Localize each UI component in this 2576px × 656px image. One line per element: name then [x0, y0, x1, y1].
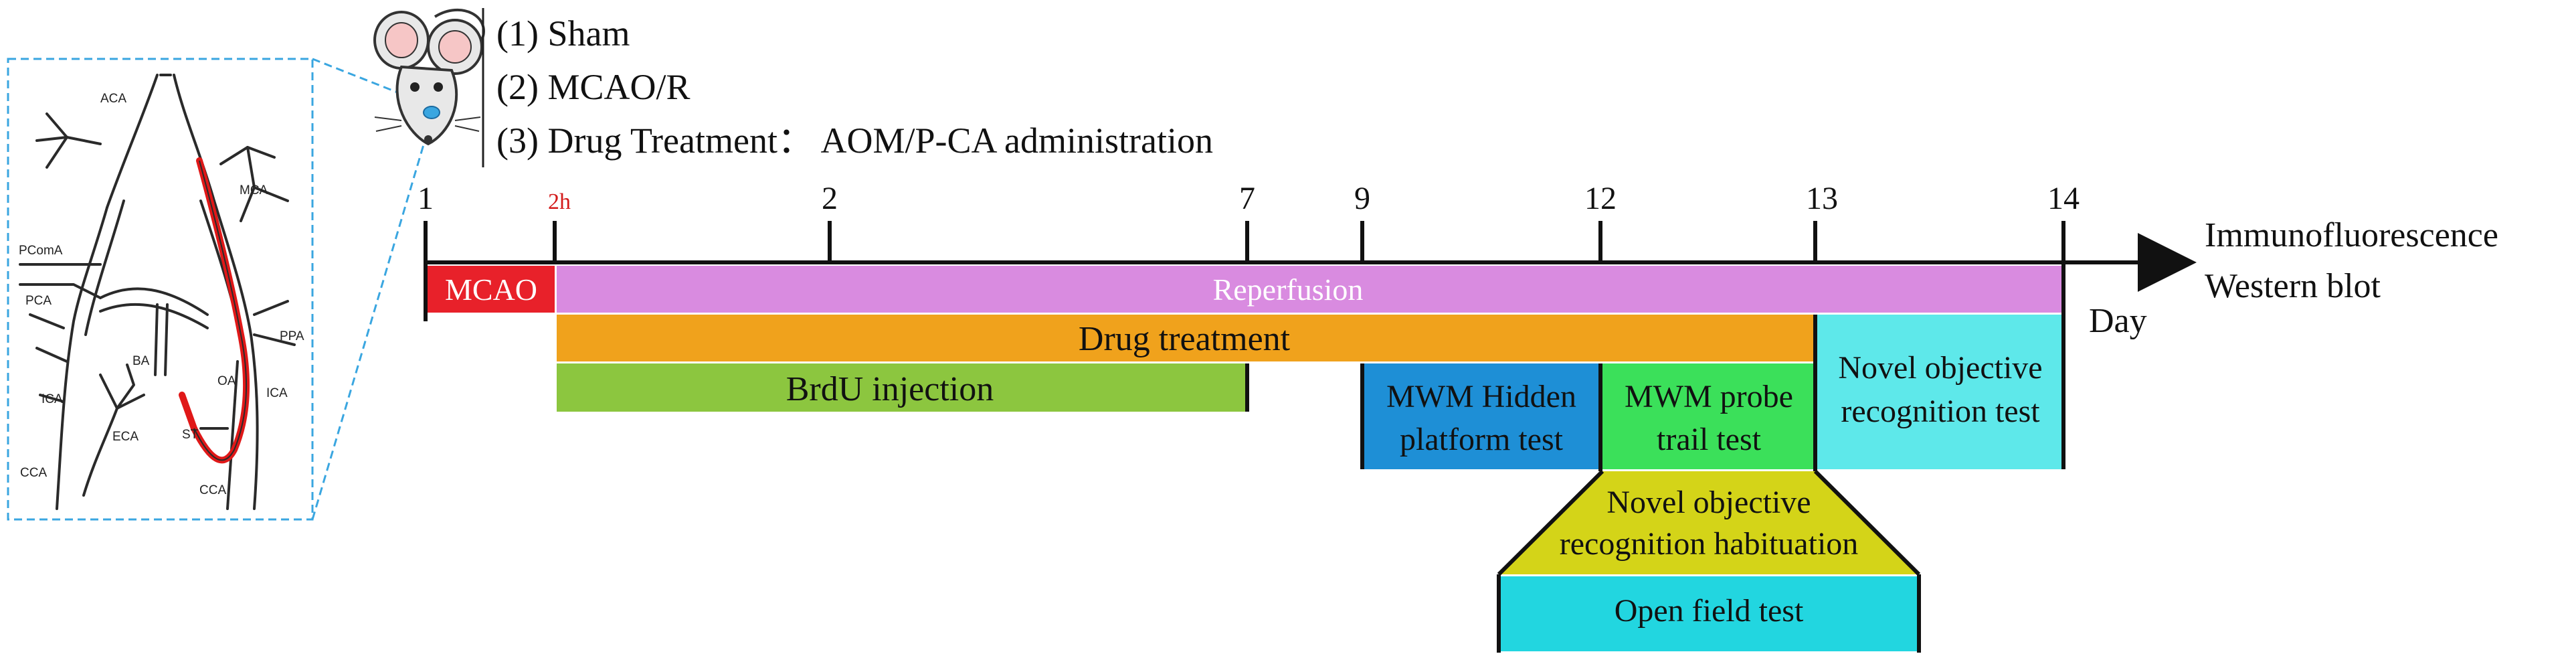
- label-cca-left: CCA: [20, 466, 47, 480]
- bar-nor-test: [1817, 315, 2063, 469]
- label-pca: PCA: [25, 294, 52, 308]
- bar-mcao: [428, 266, 555, 313]
- bar-mwm-probe: [1602, 363, 1815, 469]
- tick-label-1: 1: [418, 181, 434, 216]
- bar-drug-treatment: [557, 315, 1815, 361]
- trapezoid-edge-left: [1497, 469, 1604, 576]
- bar-nor-habituation-label-1: Novel objective: [1606, 485, 1811, 520]
- bar-mwm-probe-label-1: MWM probe: [1625, 379, 1793, 414]
- label-eca: ECA: [112, 430, 139, 444]
- tick-label-9: 9: [1354, 181, 1370, 216]
- label-ica-left: ICA: [41, 392, 63, 406]
- tick-label-2: 2: [822, 181, 838, 216]
- bar-mwm-hidden-label-1: MWM Hidden: [1386, 379, 1576, 414]
- bar-open-field: [1499, 576, 1919, 651]
- bar-mwm-hidden: [1362, 363, 1600, 469]
- bar-open-field-label: Open field test: [1615, 593, 1804, 629]
- label-oa: OA: [217, 374, 236, 388]
- label-pcoma: PComA: [19, 244, 63, 258]
- group-drug-treatment: (3) Drug Treatment： AOM/P-CA administrat…: [496, 120, 1213, 161]
- bar-brdu-label: BrdU injection: [786, 370, 994, 408]
- axis-arrow: [2138, 233, 2197, 292]
- bar-reperfusion-label: Reperfusion: [1213, 272, 1364, 307]
- inset-border: [7, 58, 314, 521]
- label-mca: MCA: [240, 183, 268, 197]
- bar-reperfusion: [557, 266, 2063, 313]
- label-aca: ACA: [100, 92, 126, 106]
- label-ppa: PPA: [280, 329, 304, 343]
- artery-inset: ACA MCA PComA PCA PPA BA ICA ICA OA ECA …: [7, 58, 433, 521]
- bar-brdu: [557, 363, 1247, 412]
- group-mcao-r: (2) MCAO/R: [496, 67, 691, 107]
- timeline-bars: MCAO Reperfusion Drug treatment BrdU inj…: [428, 262, 2065, 653]
- axis-unit-day: Day: [2089, 302, 2147, 340]
- zoom-line-bottom: [311, 117, 433, 520]
- bar-nor-habituation-label-2: recognition habituation: [1560, 526, 1859, 562]
- label-ica-right: ICA: [266, 386, 288, 400]
- timeline-axis: 1 2h 2 7 9 12 13 14 Day Immunofluorescen…: [418, 181, 2498, 340]
- mouse-icon: [373, 9, 485, 146]
- bar-nor-test-label-1: Novel objective: [1838, 350, 2042, 386]
- trapezoid-edge-right: [1813, 469, 1921, 576]
- label-ba: BA: [132, 354, 150, 368]
- bar-nor-test-label-2: recognition test: [1841, 394, 2040, 429]
- label-cca-right: CCA: [199, 483, 226, 497]
- tick-label-12: 12: [1584, 181, 1617, 216]
- bar-mcao-label: MCAO: [445, 272, 537, 307]
- tick-label-14: 14: [2047, 181, 2080, 216]
- bar-mwm-hidden-label-2: platform test: [1400, 422, 1564, 457]
- bar-mwm-probe-label-2: trail test: [1657, 422, 1762, 457]
- endpoint-immunofluorescence: Immunofluorescence: [2205, 216, 2498, 254]
- tick-label-13: 13: [1806, 181, 1838, 216]
- endpoint-western-blot: Western blot: [2205, 267, 2381, 305]
- label-st: ST: [182, 428, 199, 442]
- vessel-network: [19, 74, 296, 510]
- tick-label-7: 7: [1239, 181, 1255, 216]
- catheter-outline: [193, 160, 248, 461]
- group-sham: (1) Sham: [496, 13, 630, 54]
- bar-drug-treatment-label: Drug treatment: [1079, 320, 1291, 358]
- bar-nor-habituation: [1499, 471, 1919, 574]
- tick-label-2h: 2h: [548, 189, 571, 214]
